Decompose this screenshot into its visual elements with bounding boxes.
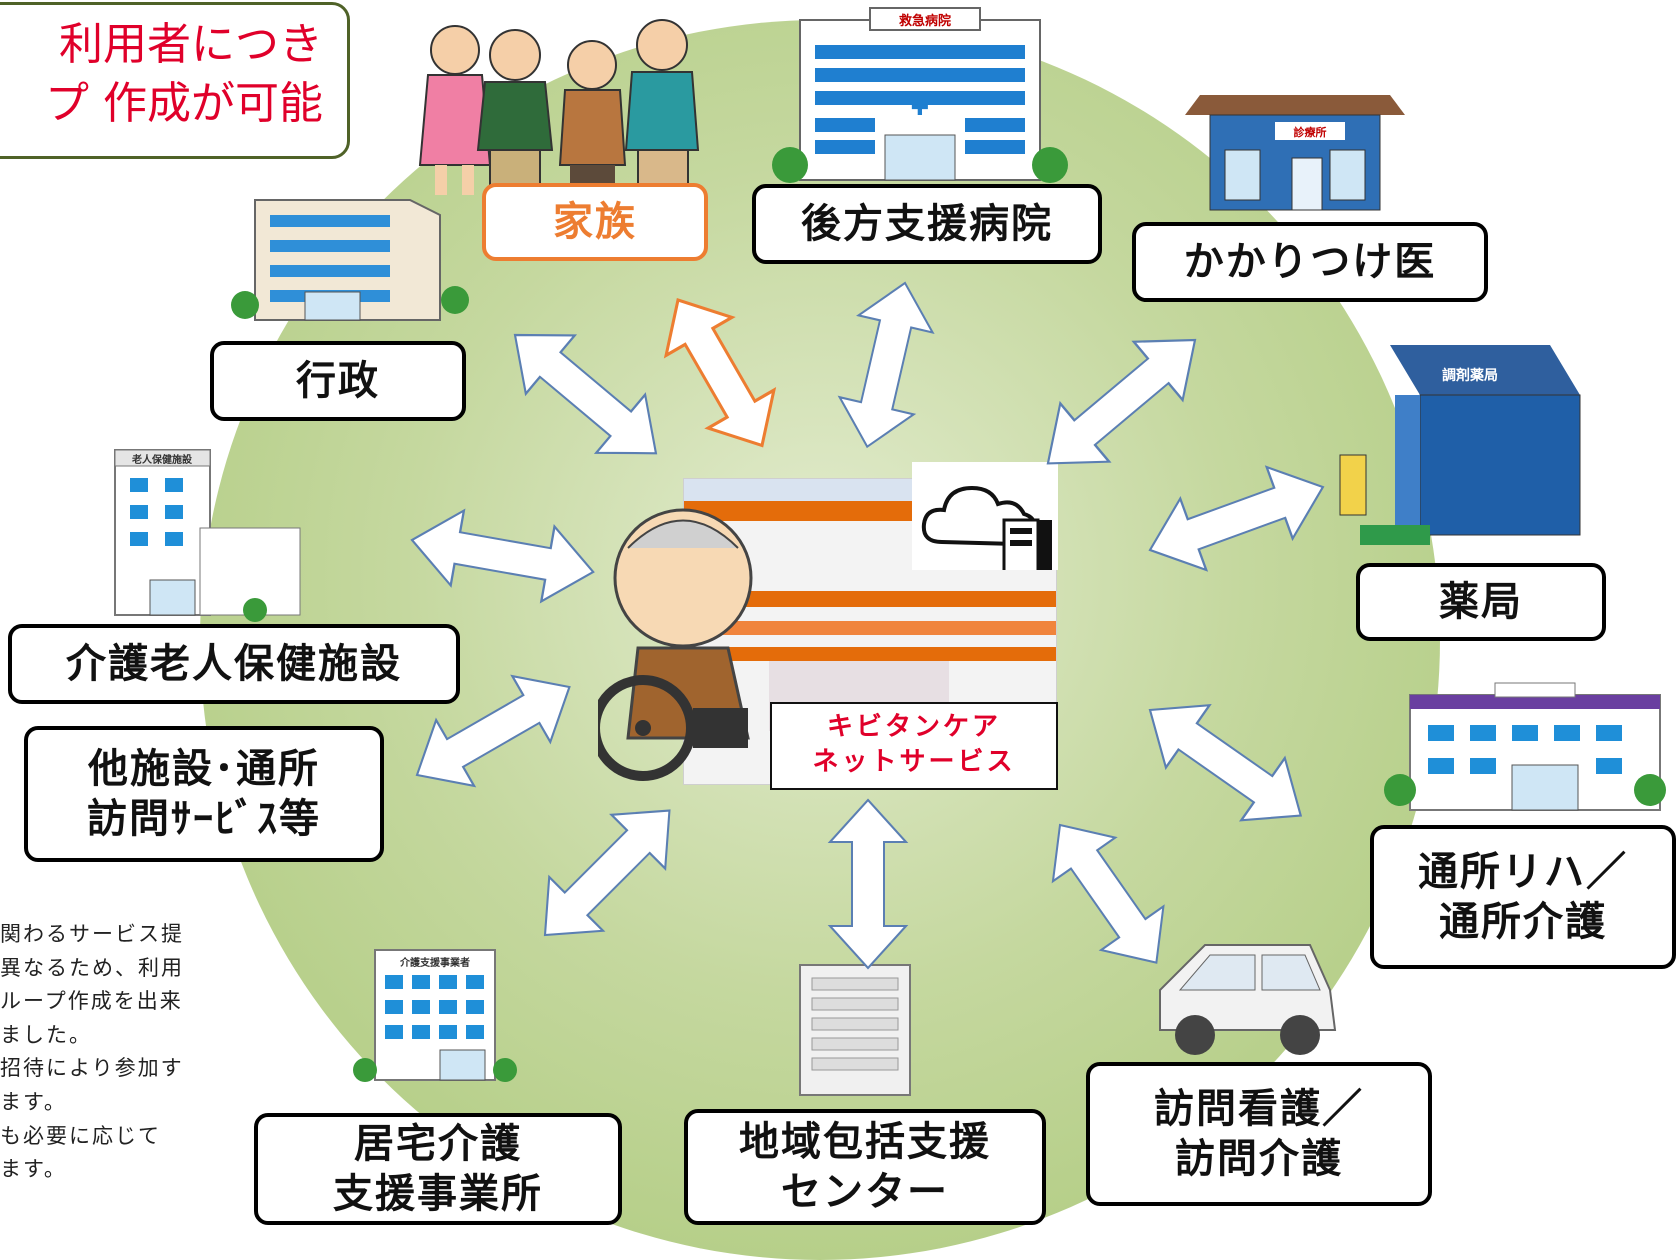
rehab-daycare-node: 通所リハ／ 通所介護 (1370, 825, 1676, 969)
regional-support-center-node: 地域包括支援 センター (684, 1109, 1046, 1225)
screen-section-bar (684, 621, 1056, 635)
care-support-sign: 介護支援事業者 (399, 956, 470, 969)
person-woman-pink (418, 25, 492, 195)
service-name-label: キビタンケア ネットサービス (770, 702, 1058, 790)
group-creation-note: 利用者につき プ 作成が可能 (0, 2, 350, 159)
arrow-pharmacy (1135, 450, 1338, 587)
person-man-green (476, 29, 554, 196)
arrow-care-health-facility (404, 501, 601, 611)
arrow-family-doctor (1022, 309, 1221, 494)
elderly-facility-illustration: 老人保健施設 (114, 449, 301, 622)
arrow-government (489, 304, 682, 484)
elderly-facility-sign: 老人保健施設 (131, 453, 193, 466)
arrow-rehab-daycare (1127, 677, 1324, 848)
screen-section-bar (684, 647, 1056, 661)
description-text: 関わるサービス提 異なるため、利用 ループ作成を出来 ました。 招待により参加す… (0, 922, 184, 1182)
care-support-illustration: 介護支援事業者 (353, 949, 517, 1082)
regional-center-illustration (799, 964, 911, 1096)
elderly-person-wheelchair-illustration (598, 508, 753, 781)
pharmacy-sign: 調剤薬局 (1442, 367, 1498, 384)
home-care-support-node: 居宅介護 支援事業所 (254, 1113, 622, 1225)
rehab-daycare-illustration (1384, 682, 1666, 811)
family-node: 家族 (482, 183, 708, 261)
cloud-server-box (912, 462, 1058, 582)
government-node: 行政 (210, 341, 466, 421)
pharmacy-node: 薬局 (1356, 563, 1606, 641)
emergency-hospital-illustration: 救急病院 ✚ (772, 7, 1068, 183)
backup-hospital-node: 後方支援病院 (752, 184, 1102, 264)
government-building-illustration (231, 199, 469, 321)
clinic-sign: 診療所 (1294, 125, 1327, 139)
arrow-regional-center (828, 798, 908, 970)
arrow-home-care-support (517, 782, 698, 963)
arrow-family (643, 279, 797, 467)
screen-section-bar (684, 591, 1056, 607)
svg-text:✚: ✚ (911, 96, 929, 121)
clinic-illustration: 診療所 (1185, 95, 1405, 211)
pharmacy-illustration: 調剤薬局 (1339, 345, 1581, 545)
family-doctor-node: かかりつけ医 (1132, 222, 1488, 302)
care-health-facility-node: 介護老人保健施設 (8, 624, 460, 704)
family-people-illustration (418, 19, 700, 196)
car-illustration (1159, 944, 1337, 1055)
other-facilities-node: 他施設･通所 訪問ｻｰﾋﾞｽ等 (24, 726, 384, 862)
home-nursing-node: 訪問看護／ 訪問介護 (1086, 1062, 1432, 1206)
illustrations-layer: 救急病院 ✚ 診療所 (114, 7, 1666, 1096)
emergency-hospital-sign: 救急病院 (899, 13, 951, 29)
arrow-backup-hospital (829, 273, 944, 457)
arrow-home-nursing (1027, 802, 1189, 986)
